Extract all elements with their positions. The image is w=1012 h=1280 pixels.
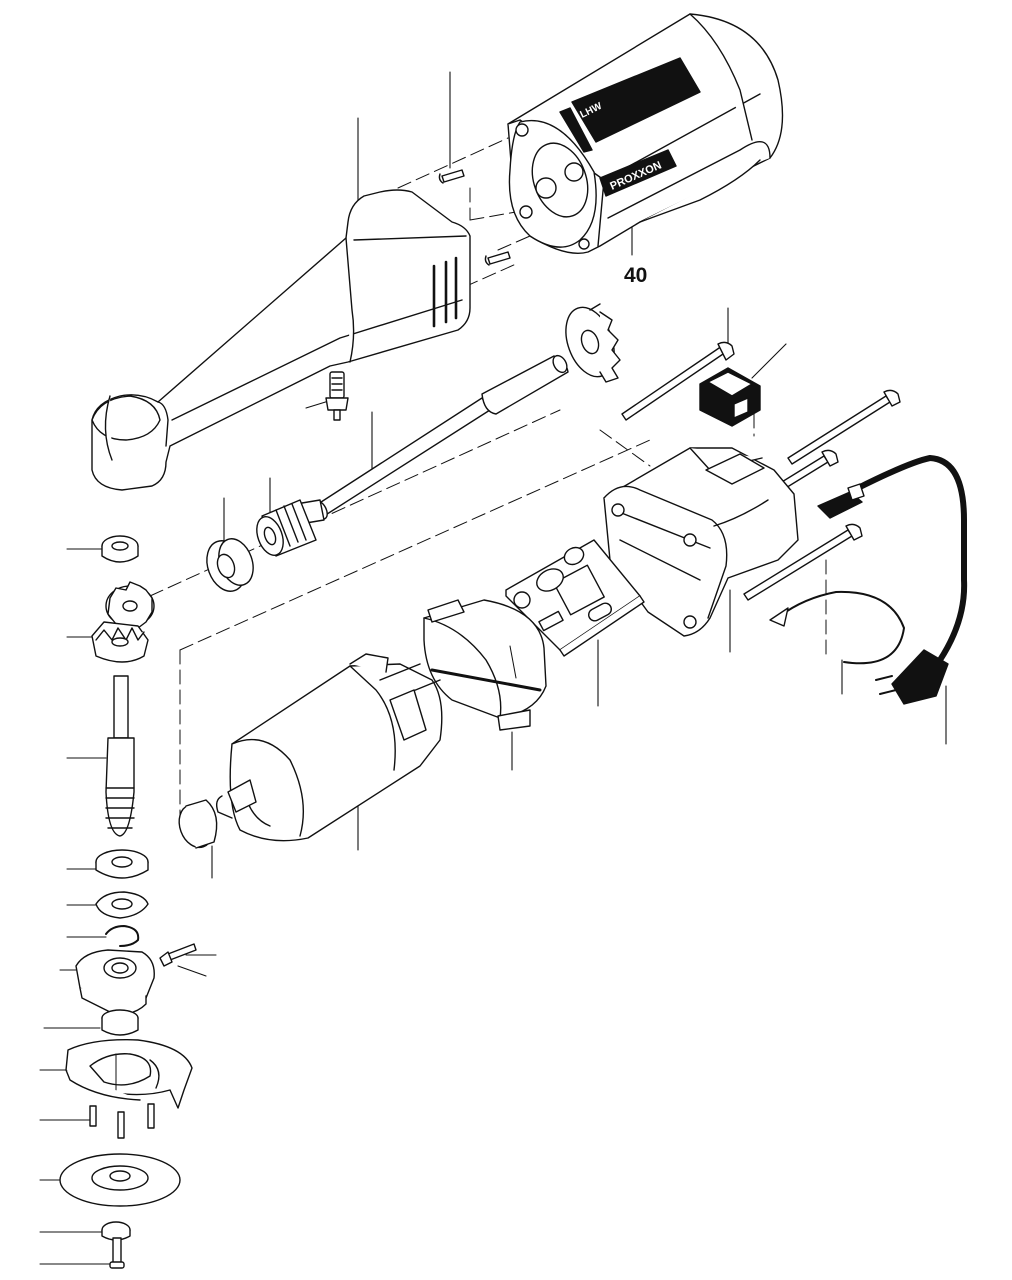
motor-sleeve (178, 799, 218, 849)
angle-head-housing (91, 189, 471, 491)
cable-wire (769, 590, 905, 665)
power-cord (817, 455, 968, 705)
spur-gear (105, 581, 155, 631)
switch-housing (603, 447, 799, 637)
flange-bearing (101, 1009, 139, 1036)
motor (215, 653, 443, 842)
shaft-bevel-gear (565, 303, 621, 383)
assembly-dash-lines (149, 137, 827, 831)
backing-flange-disc (59, 1153, 181, 1207)
cap-stud (325, 371, 349, 421)
part-number-label: 40 (624, 264, 648, 287)
motor-clip (423, 599, 547, 731)
clamp-screw (159, 943, 197, 967)
bevel-gear (91, 621, 149, 663)
rocker-switch (699, 367, 761, 427)
spring-washer (95, 891, 149, 919)
guard-clamp (75, 949, 155, 1015)
output-spindle (105, 675, 135, 837)
bearing-ring (206, 538, 254, 592)
threaded-bushing (256, 499, 317, 557)
top-bearing (101, 535, 139, 563)
lower-bearing (95, 849, 149, 879)
bottom-screw (109, 1237, 125, 1269)
motor-housing (507, 13, 784, 254)
wheel-guard (65, 1039, 193, 1109)
circuit-board (505, 539, 645, 657)
guard-screws (89, 1103, 155, 1139)
retaining-ring (105, 925, 140, 947)
housing-screws (438, 169, 511, 266)
